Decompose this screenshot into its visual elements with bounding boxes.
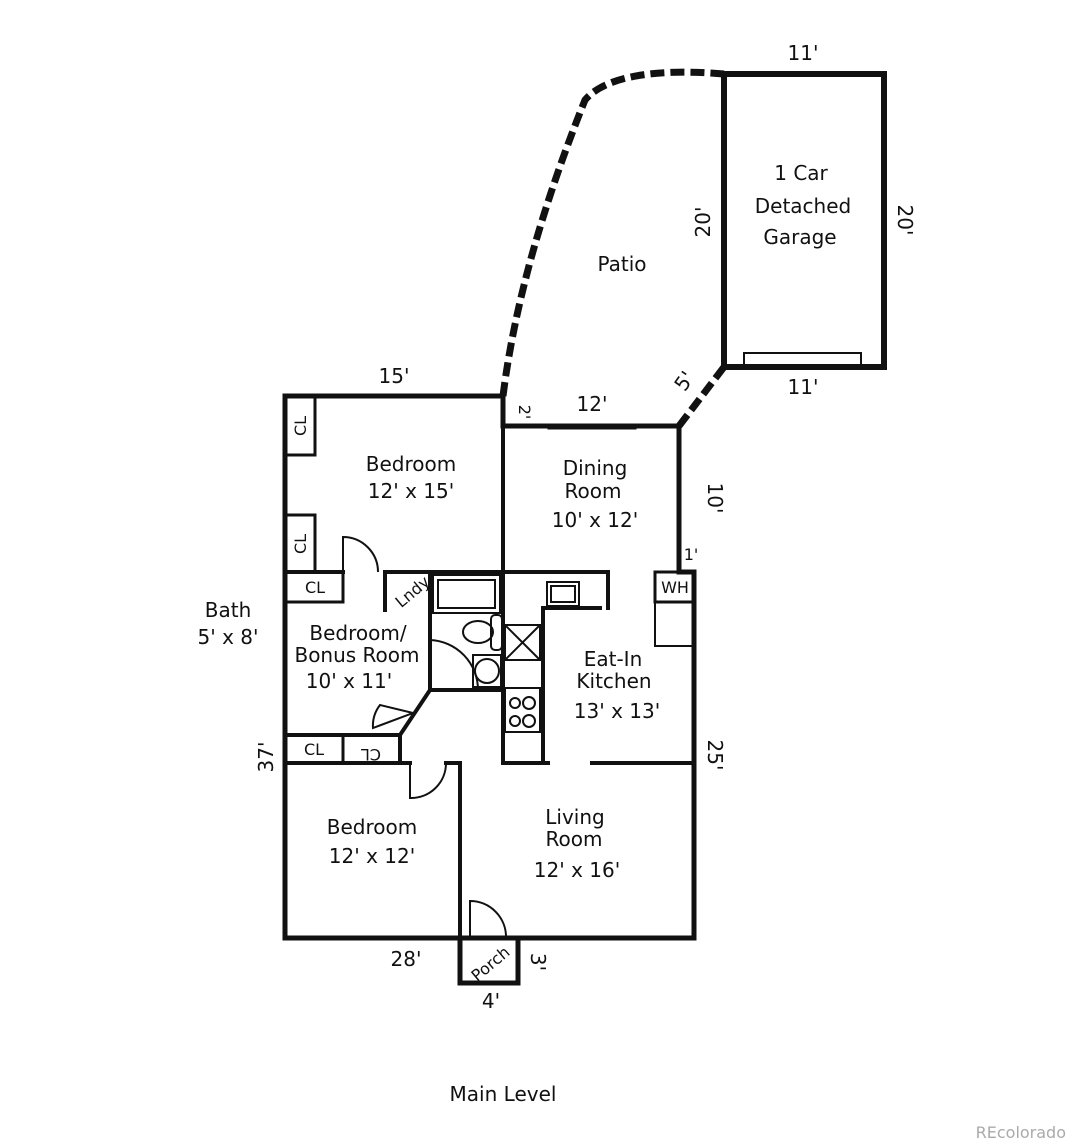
bonus-size: 10' x 11' [306,669,392,693]
dim-step: 1' [684,545,699,564]
patio-name: Patio [597,252,646,276]
bonus-name: Bedroom/ [309,621,406,645]
dim-porch-depth: 3' [526,953,550,971]
bath-name: Bath [205,598,252,622]
living-name-2: Room [546,827,603,851]
dim-patio-bottom: 12' [577,392,608,416]
kitchen-sink-icon [546,581,580,607]
doors [342,535,508,939]
patio-slider-door [547,423,637,430]
dim-garage-bottom: 11' [788,375,819,399]
bedroom2-name: Bedroom [327,815,417,839]
porch [457,935,521,986]
dim-patio-small: 2' [515,405,534,420]
dishwasher-icon [504,624,541,661]
bedroom1-size: 12' x 15' [368,479,454,503]
garage-name-3: Garage [763,225,836,249]
dining-size: 10' x 12' [552,508,638,532]
closet-label: CL [305,578,325,597]
dim-garage-right: 20' [893,205,917,236]
closet-label: CL [304,740,324,759]
closet-label: CL [291,534,310,554]
closet-3 [283,570,345,604]
dim-porch-width: 4' [482,989,500,1013]
dim-left: 37' [254,742,278,773]
laundry-label: Lndy [392,572,434,611]
closet-label: CL [361,745,381,764]
garage-walls [721,71,887,370]
porch-name: Porch [467,942,513,985]
dining-name-2: Room [565,479,622,503]
dim-house-top: 15' [379,364,410,388]
kitchen-name: Eat-In [584,647,643,671]
patio-diagonal [676,364,727,429]
kitchen-size: 13' x 13' [574,699,660,723]
watermark: REcolorado [975,1123,1066,1142]
bedroom1-name: Bedroom [366,452,456,476]
water-heater-label: WH [661,578,689,597]
dim-patio-diag: 5' [669,367,699,396]
range-icon [504,687,541,733]
bedroom2-size: 12' x 12' [329,844,415,868]
dim-right: 25' [703,740,727,771]
garage-door [743,352,862,368]
sink-icon [472,654,502,688]
dim-dining-right: 10' [703,483,727,514]
patio-boundary [499,68,725,397]
closet-1 [283,394,317,457]
living-name: Living [545,805,604,829]
garage-name: 1 Car [774,161,828,185]
toilet-icon [462,620,494,644]
closet-5 [341,733,402,765]
dim-bottom: 28' [391,947,422,971]
bathtub-icon [432,574,501,614]
garage-name-2: Detached [755,194,851,218]
bath-size: 5' x 8' [198,625,259,649]
refrigerator-icon [654,601,695,647]
dim-garage-top: 11' [788,41,819,65]
closet-label: CL [291,416,310,436]
kitchen-name-2: Kitchen [576,669,651,693]
bonus-name-2: Bonus Room [294,643,419,667]
dim-patio-side: 20' [691,207,715,238]
floor-label: Main Level [450,1082,557,1106]
living-size: 12' x 16' [534,858,620,882]
fixtures [432,574,695,733]
dining-name: Dining [563,456,628,480]
